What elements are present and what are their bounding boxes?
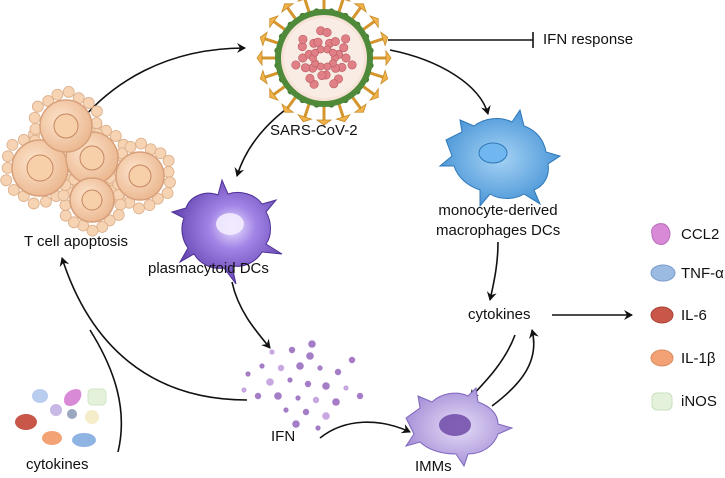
inos-icon [651, 392, 673, 411]
arrow-macrophage-to-cytokines [486, 241, 499, 301]
legend-label-ccl2: CCL2 [681, 226, 720, 243]
t-cell-cluster-icon [0, 86, 176, 237]
arrow-virus-to-pdc [234, 109, 286, 177]
imm-cell-icon [404, 386, 514, 468]
cytokines-left-label: cytokines [26, 456, 89, 473]
arrows [59, 32, 633, 453]
il-6-icon [650, 306, 674, 324]
arrow-ifn-to-imm [319, 421, 411, 439]
arrow-imm-to-cytokines [491, 329, 539, 407]
arrow-pdc-to-ifn [231, 281, 271, 349]
arrow-ifn-to-tcell [59, 257, 248, 401]
legend-label-il-6: IL-6 [681, 307, 707, 324]
arrow-cytokines-to-imm [469, 334, 516, 399]
arrow-cytokines-to-tcell [89, 329, 123, 453]
ifn-molecules-icon [241, 340, 364, 431]
cytokine-cluster-icon [15, 388, 107, 447]
il-1beta-icon [650, 349, 674, 367]
sars-cov-2-virus-icon [256, 0, 392, 126]
macrophage-dc-icon [438, 108, 562, 208]
legend-label-il-1beta: IL-1β [681, 350, 716, 367]
ifn-label: IFN [271, 428, 296, 445]
arrow-virus-to-macrophage [389, 49, 491, 115]
virus-label: SARS-CoV-2 [270, 122, 358, 139]
legend-label-inos: iNOS [681, 393, 717, 410]
ifn-response-label: IFN response [543, 31, 634, 48]
cytokines-center-label: cytokines [468, 306, 531, 323]
tnf-alpha-icon [650, 264, 676, 282]
legend-label-tnf-alpha: TNF-α [681, 265, 724, 282]
ccl2-icon [651, 223, 671, 245]
mdm-label-line2: macrophages DCs [436, 222, 561, 239]
mdm-label-line1: monocyte-derived [438, 202, 558, 219]
legend [650, 223, 676, 411]
t-cell-apoptosis-label: T cell apoptosis [24, 233, 128, 250]
imms-label: IMMs [415, 458, 452, 475]
plasmacytoid-dc-icon [170, 178, 283, 285]
pdc-label: plasmacytoid DCs [148, 260, 269, 277]
